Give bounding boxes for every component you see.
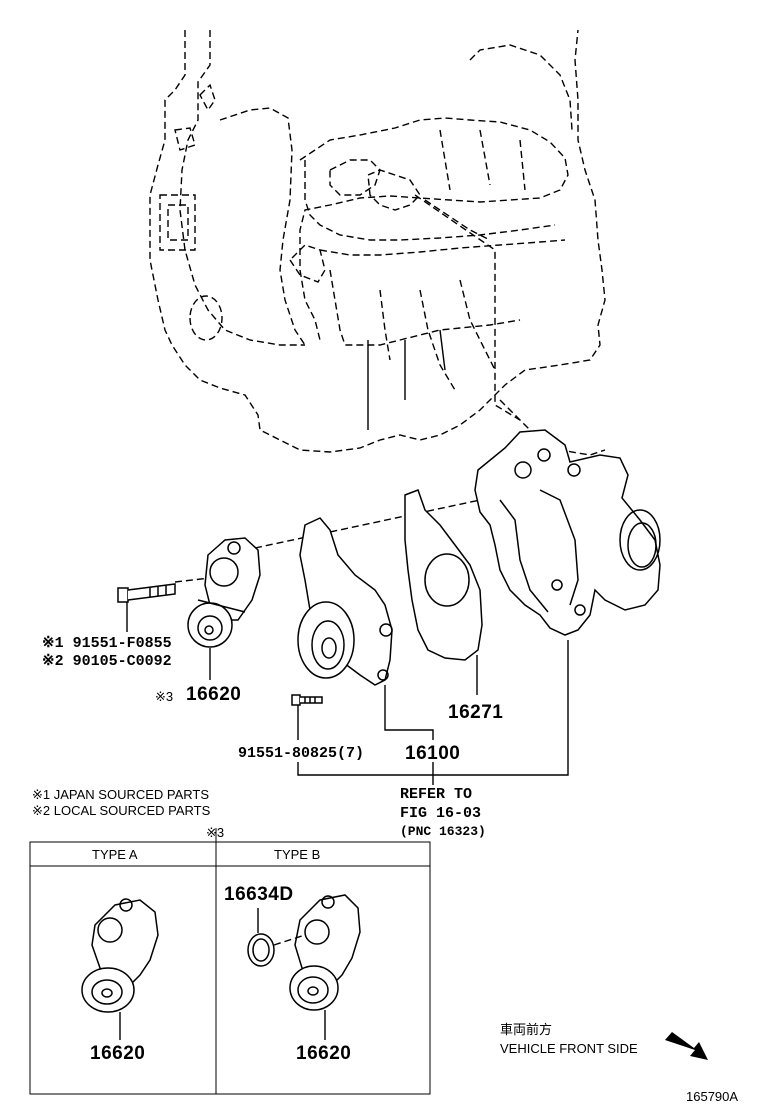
label-16634d: 16634D bbox=[224, 884, 294, 905]
refer-line-1: REFER TO bbox=[400, 786, 473, 803]
engine-block-outline bbox=[149, 29, 606, 456]
cap-16634d bbox=[247, 933, 275, 967]
label-91551-80825: 91551-80825(7) bbox=[238, 745, 365, 762]
front-direction-arrow-icon bbox=[665, 1032, 708, 1060]
bolt-91551-80825 bbox=[291, 694, 323, 706]
tensioner-type-a bbox=[81, 898, 159, 1013]
water-pump-housing bbox=[474, 429, 661, 636]
direction-en: VEHICLE FRONT SIDE bbox=[500, 1041, 638, 1056]
label-90105-c0092: ※2 90105-C0092 bbox=[42, 653, 172, 670]
label-16620-main: 16620 bbox=[186, 684, 242, 705]
figure-id: 165790A bbox=[686, 1089, 739, 1104]
bolt-91551-f0855 bbox=[117, 583, 176, 603]
refer-line-2: FIG 16-03 bbox=[400, 805, 482, 822]
label-16620-type-a: 16620 bbox=[90, 1043, 146, 1064]
legend-note-2: ※2 LOCAL SOURCED PARTS bbox=[32, 803, 211, 818]
tensioner-16620-main bbox=[187, 537, 261, 648]
legend-mark-3: ※3 bbox=[206, 825, 225, 840]
table-header-type-a: TYPE A bbox=[92, 847, 138, 862]
label-16100: 16100 bbox=[405, 743, 461, 764]
label-mark-3: ※3 bbox=[155, 689, 174, 704]
label-16620-type-b: 16620 bbox=[296, 1043, 352, 1064]
label-91551-f0855: ※1 91551-F0855 bbox=[42, 635, 172, 652]
refer-line-3: (PNC 16323) bbox=[400, 824, 486, 839]
water-pump-16100 bbox=[297, 517, 393, 686]
direction-jp: 車両前方 bbox=[500, 1022, 553, 1037]
projection-lines bbox=[174, 194, 521, 583]
label-16271: 16271 bbox=[448, 702, 504, 723]
legend-note-1: ※1 JAPAN SOURCED PARTS bbox=[32, 787, 210, 802]
table-header-type-b: TYPE B bbox=[274, 847, 321, 862]
type-table bbox=[29, 828, 431, 1095]
tensioner-type-b bbox=[289, 894, 361, 1011]
gasket-16271 bbox=[404, 489, 483, 661]
leader-lines bbox=[126, 602, 569, 785]
